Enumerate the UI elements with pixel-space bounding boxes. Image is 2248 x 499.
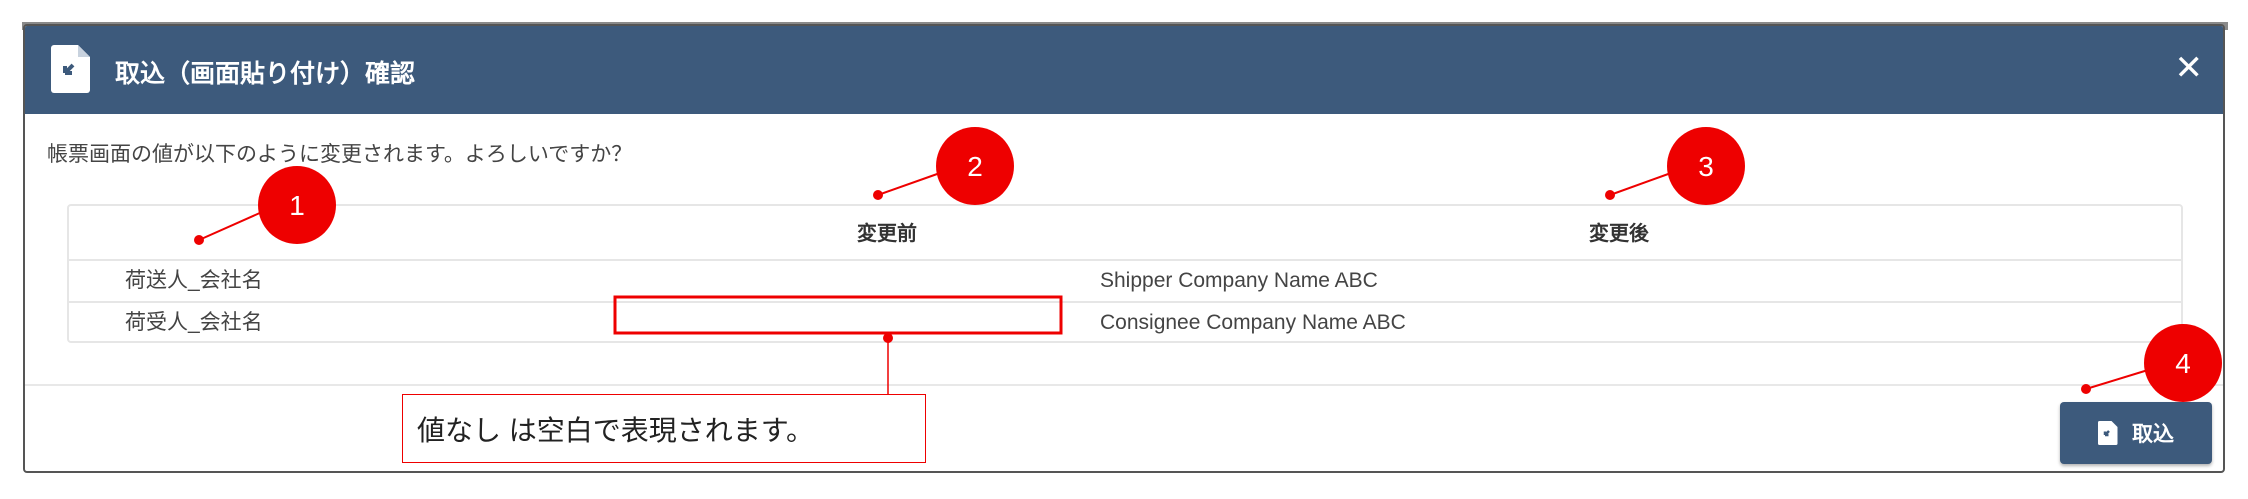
- dialog-title: 取込（画面貼り付け）確認: [115, 60, 416, 88]
- column-header-after: 変更後: [1589, 223, 1649, 245]
- import-button-label: 取込: [2132, 423, 2174, 446]
- column-header-before: 変更前: [857, 223, 917, 245]
- field-name: 荷受人_会社名: [125, 311, 263, 334]
- row-divider: [69, 259, 2181, 261]
- import-button[interactable]: 取込: [2060, 402, 2212, 464]
- field-name: 荷送人_会社名: [125, 269, 263, 292]
- annotation-note: 値なし は空白で表現されます。: [402, 394, 926, 463]
- marker-2: 2: [873, 127, 1014, 205]
- empty-value-highlight: [613, 295, 1063, 335]
- import-confirm-dialog: 取込（画面貼り付け）確認 ✕ 帳票画面の値が以下のように変更されます。よろしいで…: [23, 24, 2225, 473]
- after-value: Consignee Company Name ABC: [1100, 311, 1406, 334]
- marker-1: 1: [194, 166, 336, 245]
- dialog-header: 取込（画面貼り付け）確認 ✕: [25, 26, 2223, 114]
- footer-divider: [25, 384, 2223, 386]
- marker-3-label: 3: [1698, 151, 1714, 182]
- file-import-icon: [2098, 421, 2118, 445]
- marker-4-label: 4: [2175, 348, 2191, 379]
- annotation-dot: [883, 333, 893, 343]
- marker-2-label: 2: [967, 151, 983, 182]
- changes-table: 変更前 変更後 荷送人_会社名 Shipper Company Name ABC…: [67, 204, 2183, 343]
- file-import-icon: [51, 45, 90, 93]
- close-icon[interactable]: ✕: [2174, 49, 2204, 87]
- marker-1-label: 1: [289, 190, 305, 221]
- after-value: Shipper Company Name ABC: [1100, 269, 1378, 292]
- marker-3: 3: [1605, 127, 1745, 205]
- confirm-message: 帳票画面の値が以下のように変更されます。よろしいですか？: [47, 143, 633, 166]
- row-divider: [69, 301, 2181, 303]
- marker-4: 4: [2081, 324, 2222, 402]
